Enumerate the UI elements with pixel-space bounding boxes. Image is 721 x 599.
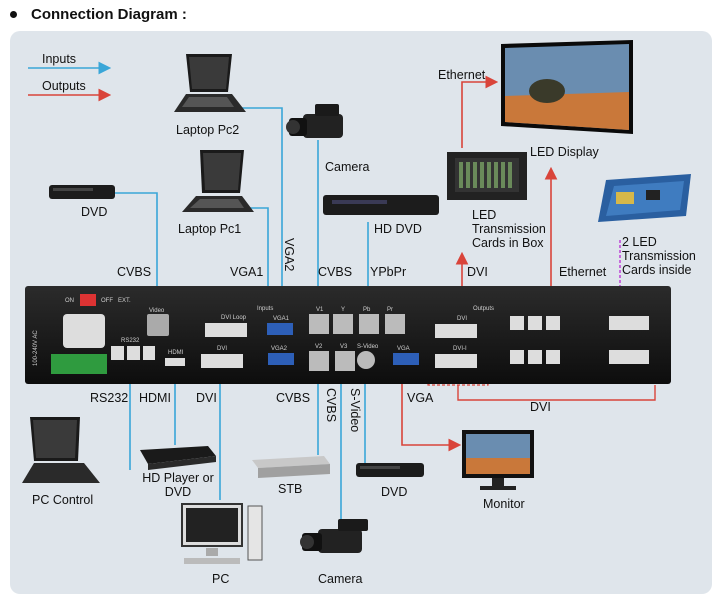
panel-dvi-in-label: DVI: [217, 346, 228, 352]
panel-dvi-i-label: DVI-I: [453, 346, 467, 352]
heading-bullet: [10, 11, 17, 18]
panel-video-label: Video: [149, 308, 165, 314]
label-vga1-top: VGA1: [230, 265, 264, 279]
rs232-ports: [111, 346, 155, 360]
legend-outputs-label: Outputs: [42, 79, 86, 93]
led-display-icon: [501, 40, 633, 134]
laptop-pc2-label: Laptop Pc2: [176, 123, 240, 137]
card-dvi-1: [609, 316, 649, 330]
panel-v2-label: V2: [315, 344, 323, 350]
power-switch: [80, 294, 96, 306]
panel-off-label: OFF: [101, 298, 113, 304]
ethernet-box-label: Ethernet: [438, 68, 486, 82]
ypbpr-ports: [333, 314, 405, 334]
label-dvi-out-bottom: DVI: [530, 400, 551, 414]
video-port: [147, 314, 169, 336]
laptop-pc2-icon: [174, 54, 246, 112]
video-processor-unit: ON OFF EXT. Video DVI Loop Inputs VGA1 V…: [25, 286, 671, 384]
monitor-label: Monitor: [483, 497, 525, 511]
pc-control-label: PC Control: [32, 493, 94, 507]
led-display-label: LED Display: [530, 145, 599, 159]
panel-ext-label: EXT.: [118, 298, 131, 304]
power-socket: [63, 314, 105, 348]
led-box-label: LED Transmission Cards in Box: [472, 208, 546, 250]
panel-on-label: ON: [65, 298, 74, 304]
camera-top-label: Camera: [325, 160, 370, 174]
camera-bottom-label: Camera: [318, 572, 363, 586]
dvi-out-port: [435, 324, 477, 338]
panel-outputs-label: Outputs: [473, 306, 495, 312]
panel-v1-label: V1: [316, 307, 324, 313]
pc-icon: [181, 503, 263, 564]
label-dvi-bottom: DVI: [196, 391, 217, 405]
label-ethernet-top: Ethernet: [559, 265, 607, 279]
hdmi-port: [165, 358, 185, 366]
vga-out-port: [393, 353, 419, 365]
v1-port: [309, 314, 329, 334]
hd-player-icon: [140, 446, 216, 470]
hd-dvd-icon: [323, 195, 439, 215]
label-cvbs-vertical: CVBS: [324, 388, 338, 423]
led-box-icon: [447, 152, 527, 200]
camera-bottom-icon: [300, 519, 368, 553]
panel-inputs-label: Inputs: [257, 306, 274, 312]
label-cvbs-bottom: CVBS: [276, 391, 311, 405]
laptop-pc1-label: Laptop Pc1: [178, 222, 242, 236]
panel-ac-label: 100-240V AC: [33, 330, 39, 366]
panel-vga1-label: VGA1: [273, 316, 290, 322]
pc-label: PC: [212, 572, 230, 586]
panel-vga2-label: VGA2: [271, 346, 288, 352]
hd-dvd-label: HD DVD: [374, 222, 422, 236]
dvi-i-port: [435, 354, 477, 368]
dvi-in-port: [201, 354, 243, 368]
dvd-bottom-icon: [356, 463, 424, 477]
dvd-bottom-label: DVD: [381, 485, 408, 499]
ethernet-ports-1: [510, 316, 560, 330]
panel-pr-label: Pr: [387, 307, 393, 313]
ethernet-ports-2: [510, 350, 560, 364]
stb-label: STB: [278, 482, 303, 496]
panel-svideo-label: S-Video: [357, 344, 379, 350]
panel-vga-label: VGA: [397, 346, 410, 352]
green-terminal: [51, 354, 107, 374]
panel-rs232-label: RS232: [121, 338, 140, 344]
cards-inside-label: 2 LED Transmission Cards inside: [622, 235, 696, 277]
panel-hdmi-label: HDMI: [168, 350, 184, 356]
card-dvi-2: [609, 350, 649, 364]
hd-player-label: HD Player or DVD: [142, 471, 214, 499]
panel-dvi-out-label: DVI: [457, 316, 468, 322]
label-rs232-bottom: RS232: [90, 391, 129, 405]
panel-y-label: Y: [341, 307, 346, 313]
label-vga-bottom: VGA: [407, 391, 434, 405]
stb-icon: [252, 456, 330, 478]
label-cvbs2-top: CVBS: [318, 265, 353, 279]
pc-control-icon: [22, 417, 100, 483]
label-dvi-top: DVI: [467, 265, 488, 279]
panel-dvi-loop-label: DVI Loop: [221, 315, 247, 321]
legend-inputs-label: Inputs: [42, 52, 77, 66]
led-cards-icon: [598, 174, 691, 222]
v2-v3-ports: [309, 351, 355, 371]
page-title: Connection Diagram :: [31, 6, 187, 23]
dvd-top-icon: [49, 185, 115, 199]
label-svideo-vertical: S-Video: [348, 388, 362, 433]
dvi-loop-port: [205, 323, 247, 337]
dvd-top-label: DVD: [81, 205, 108, 219]
label-cvbs-top: CVBS: [117, 265, 152, 279]
camera-top-icon: [286, 104, 343, 138]
vga2-port: [268, 353, 294, 365]
monitor-icon: [462, 430, 534, 490]
laptop-pc1-icon: [182, 150, 254, 212]
panel-pb-label: Pb: [363, 307, 371, 313]
panel-v3-label: V3: [340, 344, 348, 350]
label-ypbpr-top: YPbPr: [370, 265, 407, 279]
vga1-port: [267, 323, 293, 335]
svideo-port: [357, 351, 375, 369]
label-hdmi-bottom: HDMI: [139, 391, 171, 405]
label-vga2-top: VGA2: [282, 238, 296, 272]
